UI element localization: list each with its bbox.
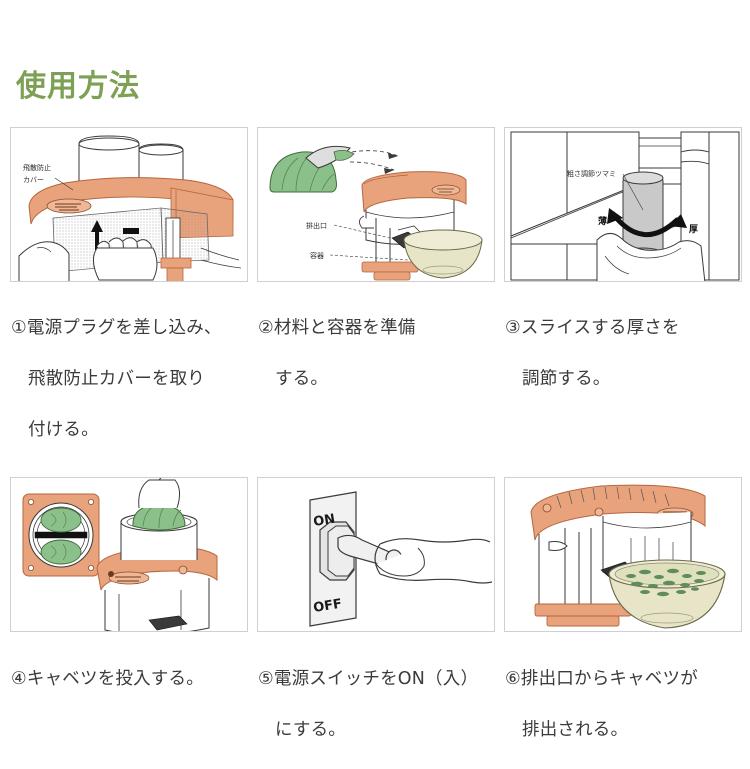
- step-item-1: 飛散防止 カバー ①電源プラグを差し込み、 飛散防止カバーを取り 付ける。: [10, 127, 250, 469]
- step-1-caption-line2: 飛散防止カバーを取り: [28, 369, 205, 390]
- illustration-power-switch: ON OFF: [309, 490, 493, 627]
- step-4-number: ④: [11, 669, 27, 689]
- steps-grid: 飛散防止 カバー ①電源プラグを差し込み、 飛散防止カバーを取り 付ける。: [10, 127, 745, 769]
- step-1-caption: ①電源プラグを差し込み、 飛散防止カバーを取り 付ける。: [10, 291, 250, 469]
- step-3-caption: ③スライスする厚さを 調節する。: [504, 291, 744, 418]
- step-2-caption-line2: する。: [275, 369, 329, 390]
- panel-1-label-0: 飛散防止: [23, 163, 51, 172]
- panel-3-label-thin: 薄: [598, 215, 607, 227]
- step-5-illustration: ON OFF: [257, 476, 495, 632]
- panel-3-label-thick: 厚: [689, 224, 698, 235]
- step-item-4: ④キャベツを投入する。: [10, 476, 250, 769]
- step-3-caption-line2: 調節する。: [522, 369, 611, 390]
- step-4-illustration: [10, 476, 248, 632]
- panel-5-label-off: OFF: [312, 596, 343, 615]
- step-1-illustration: 飛散防止 カバー: [10, 127, 248, 282]
- step-3-number: ③: [505, 318, 521, 339]
- step-1-caption-line3: 付ける。: [28, 419, 99, 440]
- illustration-cabbage-discharged: [530, 484, 726, 629]
- illustration-prepare-material-and-bowl: 排出口 容器: [269, 145, 483, 281]
- step-2-caption-line1: 材料と容器を準備: [273, 318, 416, 339]
- illustration-thickness-knob: 粗さ調節ツマミ 薄 厚: [510, 131, 740, 281]
- step-3-caption-line1: スライスする厚さを: [520, 318, 680, 339]
- step-item-6: ⑥排出口からキャベツが 排出される。: [504, 476, 744, 769]
- step-2-caption: ②材料と容器を準備 する。: [257, 291, 497, 418]
- step-4-caption: ④キャベツを投入する。: [10, 642, 250, 718]
- step-1-number: ①: [11, 318, 27, 339]
- step-5-caption: ⑤電源スイッチをON（入） にする。: [257, 642, 497, 769]
- step-2-illustration: 排出口 容器: [257, 127, 495, 282]
- step-item-5: ON OFF ⑤電源スイッチをON（入） にする。: [257, 476, 497, 769]
- step-5-number: ⑤: [258, 669, 274, 689]
- panel-3-label-knob: 粗さ調節ツマミ: [567, 169, 616, 178]
- step-4-caption-line1: キャベツを投入する。: [26, 669, 204, 689]
- step-1-caption-line1: 電源プラグを差し込み、: [26, 318, 222, 339]
- step-3-illustration: 粗さ調節ツマミ 薄 厚: [504, 127, 742, 282]
- step-6-caption: ⑥排出口からキャベツが 排出される。: [504, 642, 744, 769]
- step-item-3: 粗さ調節ツマミ 薄 厚 ③スライスする厚さを 調節する。: [504, 127, 744, 469]
- illustration-insert-cabbage: [22, 477, 218, 631]
- panel-1-label-1: カバー: [23, 176, 44, 184]
- step-6-caption-line2: 排出される。: [522, 719, 629, 740]
- illustration-plug-and-cover: 飛散防止 カバー: [18, 135, 242, 281]
- step-6-illustration: [504, 476, 742, 632]
- step-5-caption-line1: 電源スイッチをON（入）: [273, 669, 479, 689]
- step-6-caption-line1: 排出口からキャベツが: [520, 669, 698, 689]
- step-item-2: 排出口 容器 ②材料と容器を準備 する。: [257, 127, 497, 469]
- panel-5-label-on: ON: [312, 511, 336, 529]
- panel-2-label-0: 排出口: [306, 221, 327, 230]
- panel-2-label-1: 容器: [310, 251, 324, 260]
- page-title: 使用方法: [16, 70, 140, 103]
- step-5-caption-line2: にする。: [275, 719, 346, 740]
- step-6-number: ⑥: [505, 669, 521, 689]
- step-2-number: ②: [258, 318, 274, 339]
